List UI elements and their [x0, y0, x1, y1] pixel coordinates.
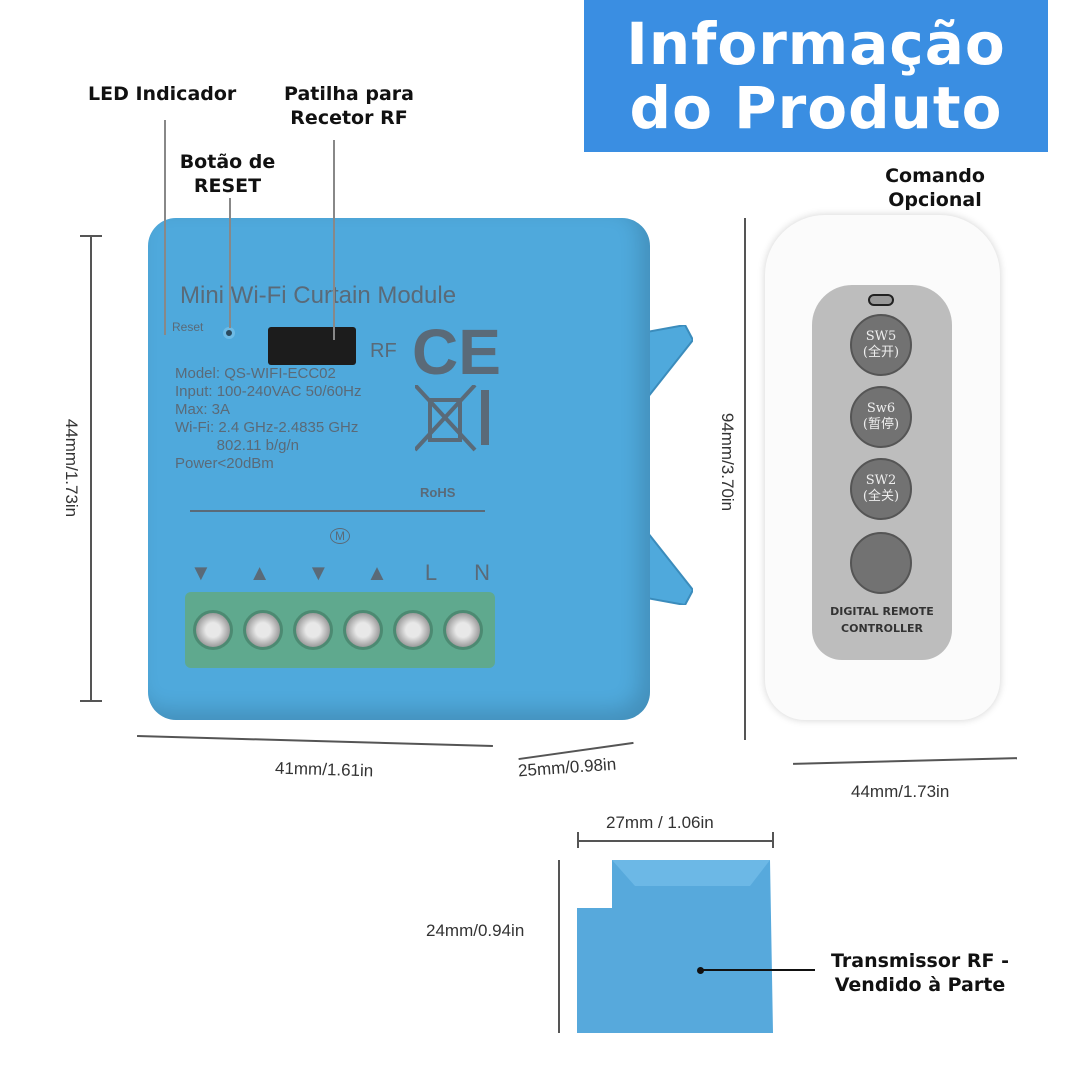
rf-transmitter — [577, 860, 773, 1033]
leader-line-led — [164, 120, 166, 335]
dim-tick — [772, 832, 774, 848]
dim-module-height: 44mm/1.73in — [62, 418, 82, 518]
remote-label: DIGITAL REMOTE CONTROLLER — [812, 603, 952, 637]
button-sublabel: (暂停) — [862, 417, 900, 432]
dim-line-transmitter-height — [558, 860, 560, 1033]
dim-tick — [577, 832, 579, 848]
screw-icon — [293, 610, 333, 650]
dim-tick — [80, 700, 102, 702]
spec-line: 802.11 b/g/n — [175, 437, 299, 454]
dim-line-remote-width — [793, 757, 1017, 765]
spec-line: Wi-Fi: 2.4 GHz-2.4835 GHz — [175, 419, 359, 436]
leader-line-rf — [333, 140, 335, 340]
callout-transmitter-line1: Transmissor RF - — [831, 950, 1009, 972]
dim-remote-width: 44mm/1.73in — [851, 782, 950, 801]
module-specs: Model: QS-WIFI-ECC02 Input: 100-240VAC 5… — [175, 365, 362, 473]
callout-led: LED Indicador — [88, 83, 237, 105]
weee-bin-icon — [415, 385, 489, 452]
button-label: SW2 — [865, 473, 897, 488]
module-reset-text: Reset — [172, 320, 204, 334]
callout-remote-line1: Comando — [885, 165, 985, 187]
dim-module-width: 41mm/1.61in — [274, 758, 374, 781]
callout-reset-line2: RESET — [193, 175, 262, 197]
callout-transmitter-line2: Vendido à Parte — [834, 974, 1006, 996]
dim-line-remote-height — [744, 218, 746, 740]
spec-line: Input: 100-240VAC 50/60Hz — [175, 383, 362, 400]
motor-symbol: M — [330, 528, 350, 544]
header-banner: Informação do Produto — [584, 0, 1048, 152]
button-sublabel: (全关) — [862, 489, 900, 504]
callout-transmitter: Transmissor RF -Vendido à Parte — [825, 949, 1015, 997]
leader-line-reset — [229, 198, 231, 328]
remote-button-sw6[interactable]: Sw6(暂停) — [850, 386, 912, 448]
header-line-2: do Produto — [629, 74, 1003, 142]
callout-rf-pin-line2: Recetor RF — [290, 107, 408, 129]
remote-led-icon — [868, 294, 894, 306]
remote-label-line1: DIGITAL REMOTE — [830, 605, 934, 618]
terminal-label: ▼ — [190, 560, 212, 585]
spec-line: Power<20dBm — [175, 455, 274, 472]
dim-remote-height: 94mm/3.70in — [718, 412, 738, 512]
terminal-label: L — [424, 560, 438, 585]
screw-icon — [243, 610, 283, 650]
rf-pin-connector — [268, 327, 356, 365]
callout-remote-line2: Opcional — [888, 189, 982, 211]
dim-transmitter-height: 24mm/0.94in — [426, 921, 525, 940]
wiring-diagram-line — [190, 510, 485, 512]
terminal-label: N — [474, 560, 490, 585]
terminal-label: ▼ — [307, 560, 330, 585]
screw-icon — [443, 610, 483, 650]
remote-button-sw5[interactable]: SW5(全开) — [850, 314, 912, 376]
dim-transmitter-width: 27mm / 1.06in — [606, 813, 714, 832]
callout-reset-line1: Botão de — [179, 151, 276, 173]
dim-module-depth: 25mm/0.98in — [517, 754, 617, 781]
spec-line: Max: 3A — [175, 401, 231, 418]
remote-button-blank[interactable] — [850, 532, 912, 594]
button-label: Sw6 — [866, 401, 896, 416]
spec-line: Model: QS-WIFI-ECC02 — [175, 365, 336, 382]
module-title: Mini Wi-Fi Curtain Module — [180, 282, 457, 309]
rohs-mark: RoHS — [420, 485, 456, 500]
leader-line-transmitter — [700, 969, 815, 971]
button-sublabel: (全开) — [862, 345, 900, 360]
terminal-block — [185, 592, 495, 668]
button-label: SW5 — [865, 329, 897, 344]
dim-line-transmitter-width — [577, 840, 773, 842]
callout-rf-pin-line1: Patilha para — [284, 83, 414, 105]
header-line-1: Informação — [626, 10, 1006, 78]
module-rf-text: RF — [370, 340, 397, 362]
dim-line-module-width — [137, 735, 493, 747]
dim-line-module-height — [90, 235, 92, 700]
terminal-label: ▲ — [366, 560, 388, 585]
terminal-label: ▲ — [248, 560, 271, 585]
screw-icon — [343, 610, 383, 650]
terminal-labels: ▼ ▲ ▼ ▲ L N — [190, 560, 490, 586]
reset-button-hole — [223, 327, 235, 339]
dim-tick — [80, 235, 102, 237]
screw-icon — [193, 610, 233, 650]
screw-icon — [393, 610, 433, 650]
ce-mark: CE — [412, 316, 501, 388]
remote-button-sw2[interactable]: SW2(全关) — [850, 458, 912, 520]
remote-label-line2: CONTROLLER — [841, 622, 923, 635]
